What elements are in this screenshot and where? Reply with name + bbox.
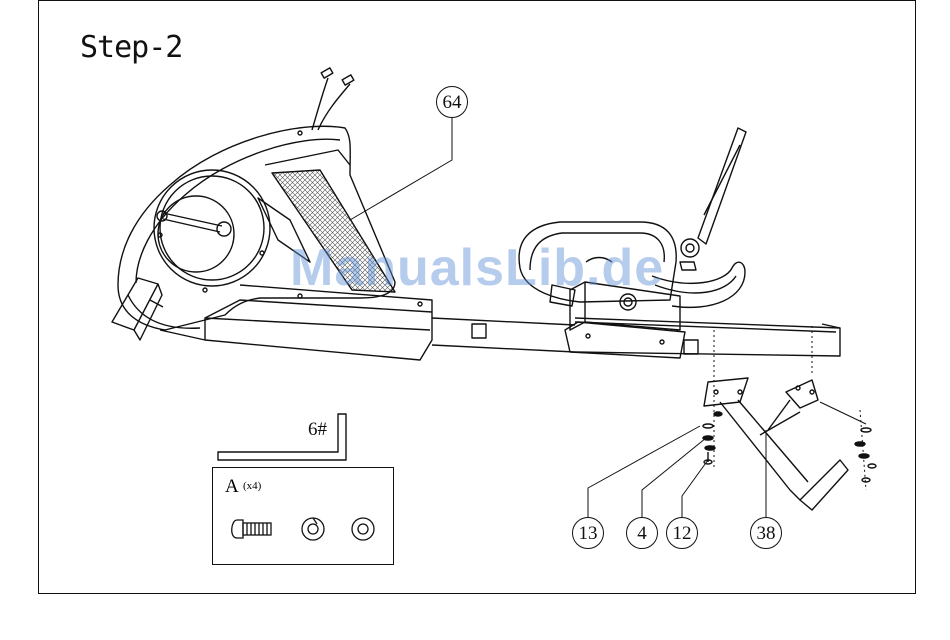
- assembly-guides: [714, 326, 866, 490]
- backrest-bracket: [652, 128, 746, 307]
- callout-13: 13: [572, 517, 604, 549]
- front-stabilizer: [704, 378, 848, 510]
- fastener-stack-right: [855, 428, 876, 482]
- callout-4: 4: [626, 517, 658, 549]
- watermark: ManualsLib.de: [290, 238, 664, 298]
- kit-parts-drawing: [213, 468, 395, 566]
- hex-key-label: 6#: [308, 419, 327, 441]
- spring-washer-icon: [302, 518, 324, 540]
- bolt-icon: [232, 520, 271, 538]
- hardware-kit-box: A (x4): [212, 467, 394, 565]
- leader-lines: [350, 115, 866, 518]
- cables: [312, 68, 354, 130]
- callout-64: 64: [436, 86, 468, 118]
- slide-rail: [575, 318, 840, 356]
- flat-washer-icon: [352, 518, 374, 540]
- callout-38: 38: [750, 517, 782, 549]
- callout-12: 12: [666, 517, 698, 549]
- grille-frame: [265, 150, 350, 165]
